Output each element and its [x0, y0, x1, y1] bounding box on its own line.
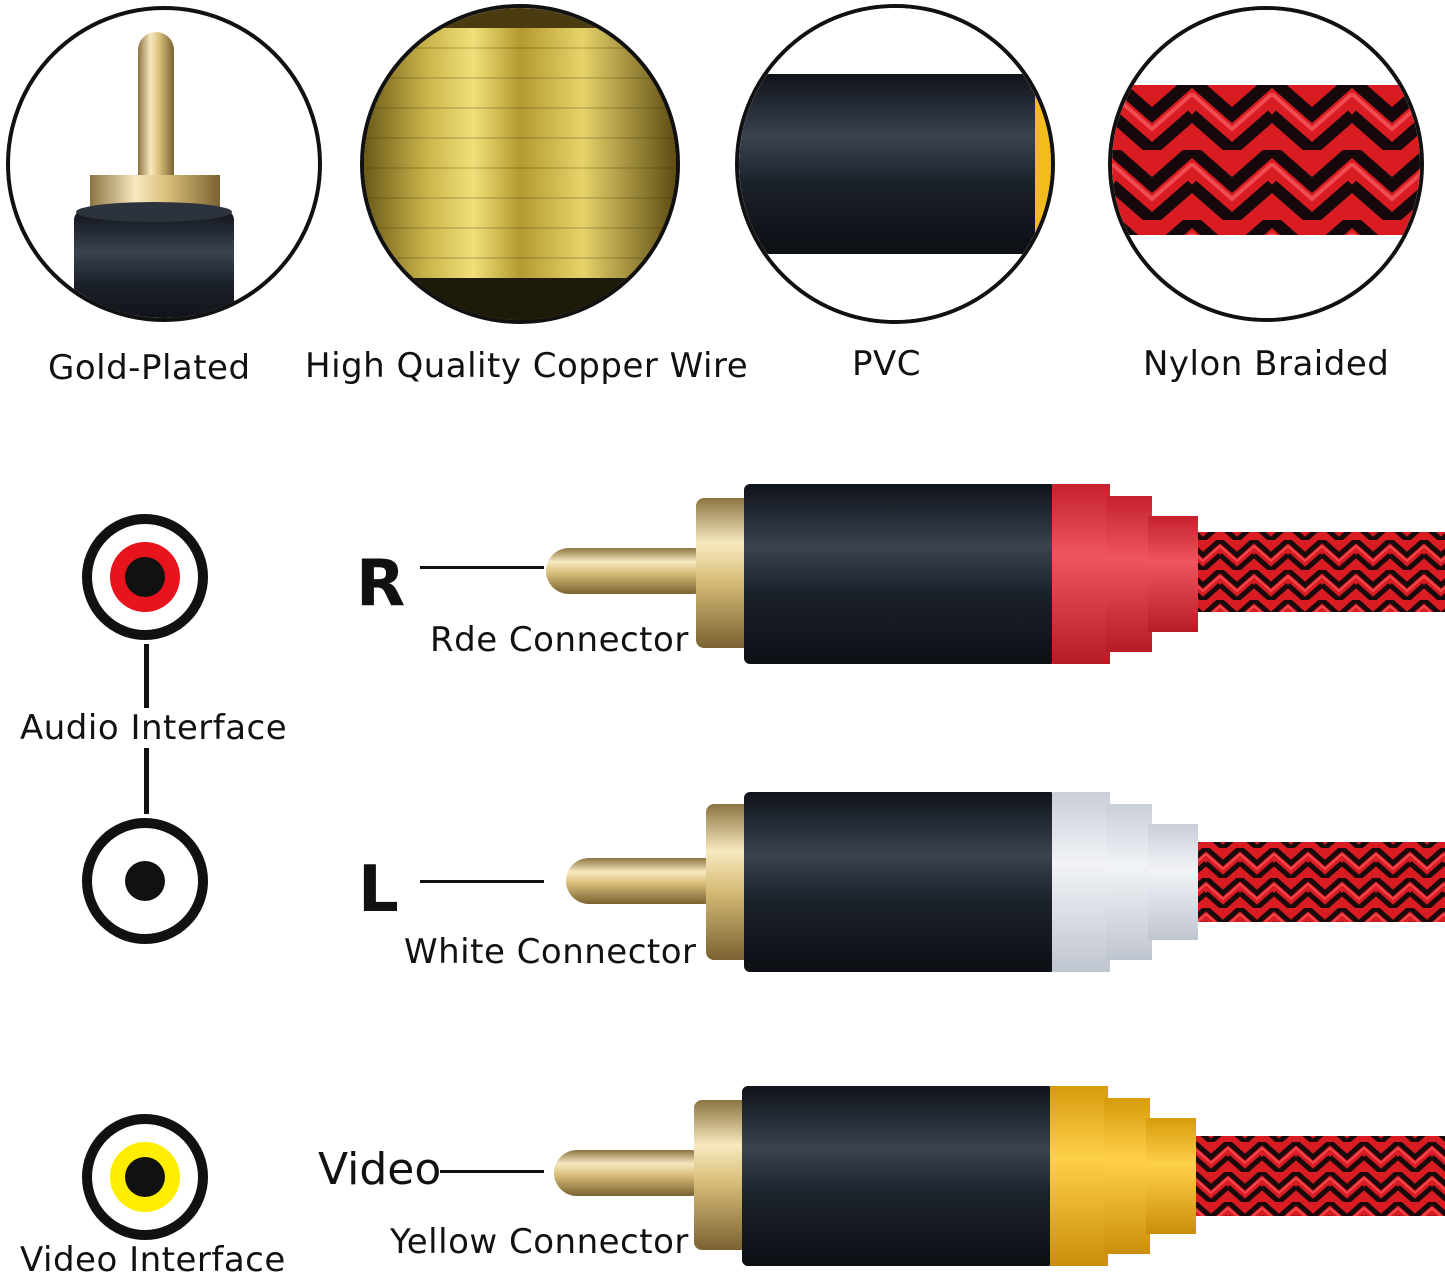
yellow-connector-caption: Yellow Connector [390, 1222, 689, 1262]
left-channel-letter: L [358, 853, 399, 927]
feature-label-pvc: PVC [852, 344, 922, 384]
red-connector-caption: Rde Connector [430, 620, 689, 660]
pvc-detail-image [735, 4, 1055, 324]
red-rca-plug-image [540, 480, 1445, 666]
yellow-rca-plug-image [548, 1082, 1445, 1268]
copper-wire-detail-image [360, 4, 680, 324]
video-channel-leader-line [440, 1170, 544, 1173]
feature-label-copper-wire: High Quality Copper Wire [305, 346, 749, 386]
white-connector-caption: White Connector [404, 932, 697, 972]
audio-interface-label: Audio Interface [20, 708, 288, 748]
right-channel-letter: R [356, 547, 406, 621]
audio-connector-line-bottom [144, 748, 149, 814]
red-jack-icon [82, 514, 208, 640]
white-rca-plug-image [560, 788, 1445, 974]
audio-connector-line-top [144, 644, 149, 708]
feature-label-gold-plated: Gold-Plated [48, 348, 251, 388]
gold-plated-detail-image [6, 6, 322, 322]
left-channel-leader-line [420, 880, 544, 883]
right-channel-leader-line [420, 566, 544, 569]
video-interface-label: Video Interface [20, 1240, 286, 1280]
white-jack-icon [82, 818, 208, 944]
yellow-jack-icon [82, 1114, 208, 1240]
nylon-braided-detail-image [1108, 6, 1424, 322]
feature-label-nylon-braided: Nylon Braided [1143, 344, 1390, 384]
video-channel-label: Video [318, 1144, 442, 1195]
